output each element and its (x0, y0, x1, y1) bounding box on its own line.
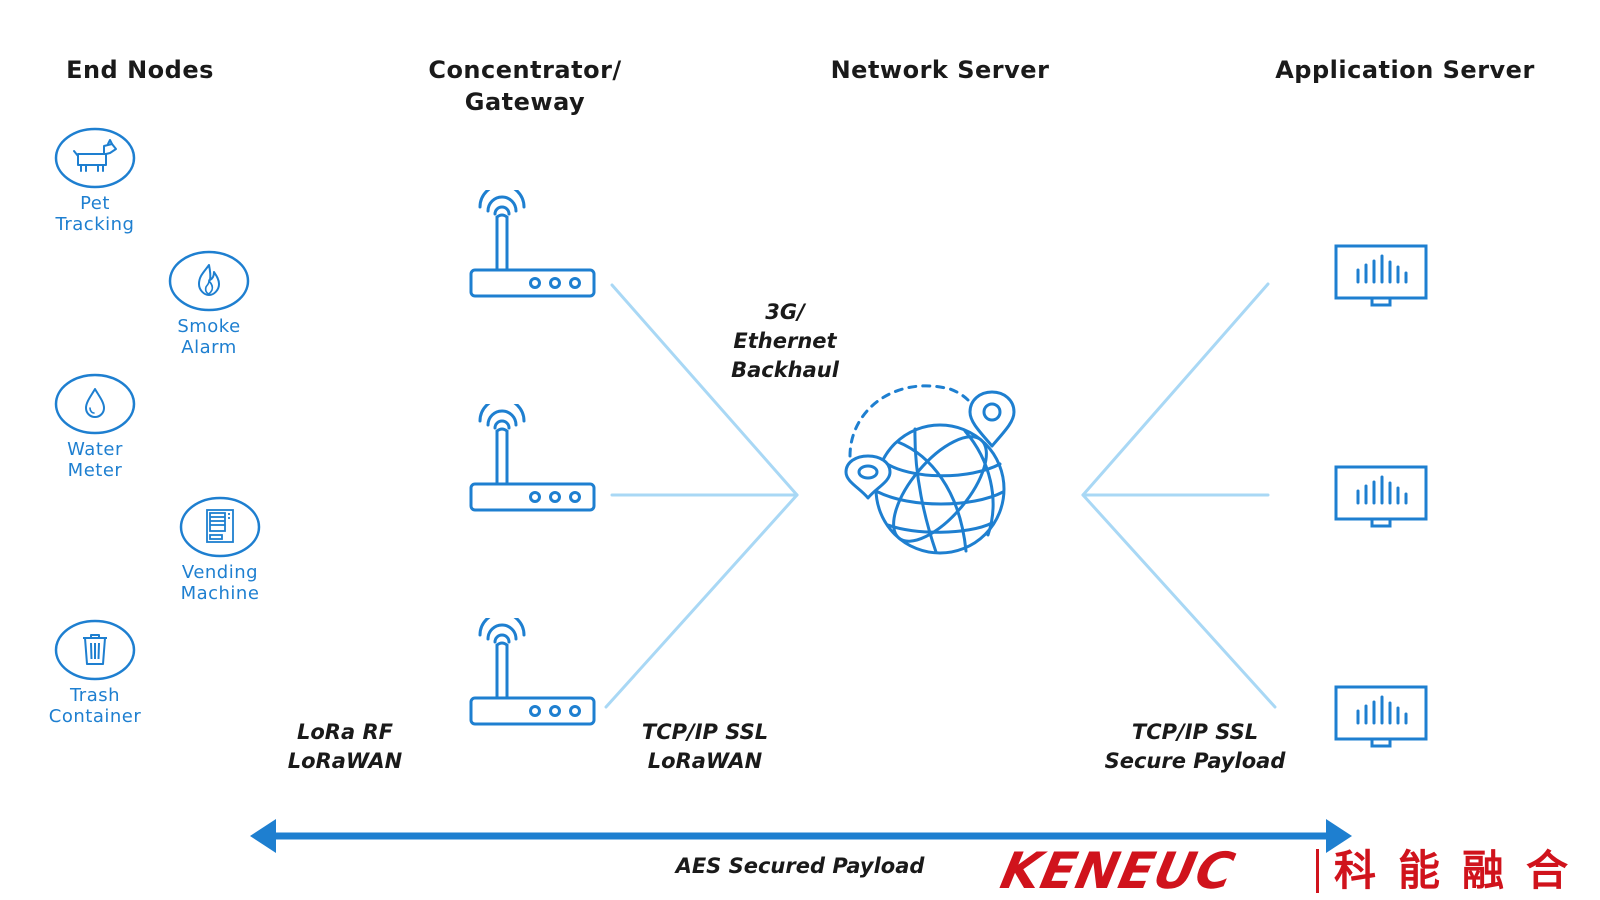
logo-latin-text: KENEUC (995, 842, 1241, 900)
link-network-app3 (1081, 493, 1277, 709)
gateway-title-line2: Gateway (464, 88, 586, 116)
vending-machine-icon (179, 496, 261, 558)
column-title-application-server: Application Server (1275, 56, 1535, 84)
link-gateway3-network (604, 493, 799, 709)
water-drop-icon (54, 373, 136, 435)
column-title-gateway: Concentrator/ Gateway (400, 54, 650, 118)
gateway-router-icon (469, 404, 596, 512)
globe-icon (844, 384, 1016, 555)
column-title-network-server: Network Server (830, 56, 1050, 84)
flame-icon (168, 250, 250, 312)
link-gateway1-network (610, 283, 799, 497)
dog-icon (54, 127, 136, 189)
aes-double-arrow (250, 819, 1352, 853)
link-network-app1 (1081, 282, 1270, 497)
monitor-dashboard-icon (1334, 685, 1428, 748)
logo-divider (1316, 849, 1319, 893)
gateway-title-line1: Concentrator/ (428, 56, 622, 84)
gateway-router-icon (469, 190, 596, 298)
logo-cjk-text: 科能融合 (1334, 846, 1591, 895)
trash-can-icon (54, 619, 136, 681)
column-title-end-nodes: End Nodes (66, 56, 214, 84)
monitor-dashboard-icon (1334, 465, 1428, 528)
label-aes-secured-payload: AES Secured Payload (675, 854, 925, 878)
gateway-router-icon (469, 618, 596, 726)
monitor-dashboard-icon (1334, 244, 1428, 307)
